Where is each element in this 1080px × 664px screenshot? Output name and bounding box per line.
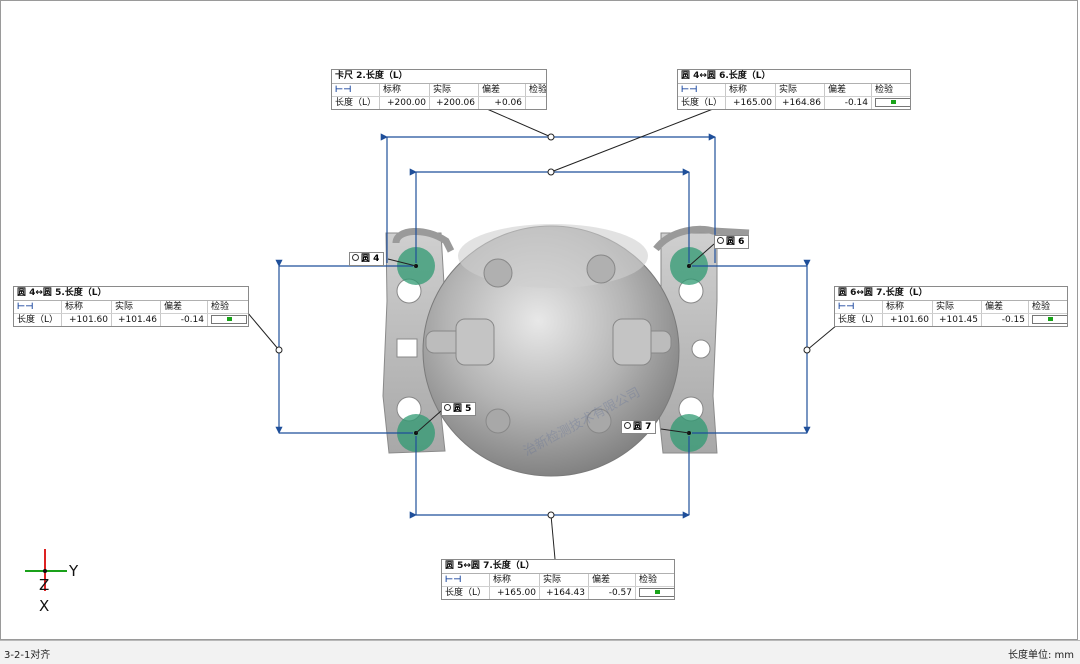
status-bar: 3-2-1对齐 长度单位: mm <box>0 640 1080 664</box>
header-nominal: 标称 <box>726 84 776 96</box>
dimension-table-4-6[interactable]: 圆 4↔圆 6.长度（L） ⊢⊣ 标称 实际 偏差 检验 长度（L） +165.… <box>677 69 911 110</box>
actual-value: +164.86 <box>776 97 825 109</box>
actual-value: +200.06 <box>430 97 479 109</box>
dimension-table-6-7[interactable]: 圆 6↔圆 7.长度（L） ⊢⊣ 标称 实际 偏差 检验 长度（L） +101.… <box>834 286 1068 327</box>
nominal-value: +165.00 <box>490 587 540 599</box>
header-nominal: 标称 <box>62 301 112 313</box>
ruler-icon: ⊢⊣ <box>442 574 490 586</box>
ruler-icon: ⊢⊣ <box>678 84 726 96</box>
deviation-value: -0.57 <box>589 587 636 599</box>
axis-y-label: Y <box>69 562 79 580</box>
circle-7-label[interactable]: 圆 7 <box>621 420 657 434</box>
row-label: 长度（L） <box>14 314 62 326</box>
nominal-value: +165.00 <box>726 97 776 109</box>
header-deviation: 偏差 <box>479 84 526 96</box>
header-nominal: 标称 <box>380 84 430 96</box>
axis-triad <box>25 549 67 591</box>
dimension-table-caliper-2[interactable]: 卡尺 2.长度（L） ⊢⊣ 标称 实际 偏差 检验 长度（L） +200.00 … <box>331 69 547 110</box>
header-check: 检验 <box>1032 302 1051 312</box>
actual-value: +164.43 <box>540 587 589 599</box>
row-label: 长度（L） <box>835 314 883 326</box>
header-actual: 实际 <box>540 574 589 586</box>
deviation-value: +0.06 <box>479 97 526 109</box>
header-actual: 实际 <box>430 84 479 96</box>
header-deviation: 偏差 <box>825 84 872 96</box>
header-deviation: 偏差 <box>589 574 636 586</box>
check-status-bar <box>208 314 248 326</box>
header-check: 检验 <box>529 85 546 95</box>
deviation-value: -0.15 <box>982 314 1029 326</box>
header-actual: 实际 <box>112 301 161 313</box>
header-nominal: 标称 <box>490 574 540 586</box>
dimension-title: 圆 6↔圆 7.长度（L） <box>835 287 1067 301</box>
ruler-icon: ⊢⊣ <box>332 84 380 96</box>
header-deviation: 偏差 <box>161 301 208 313</box>
axis-z-label: Z <box>39 576 50 594</box>
nominal-value: +101.60 <box>62 314 112 326</box>
dimension-title: 圆 4↔圆 6.长度（L） <box>678 70 910 84</box>
actual-value: +101.46 <box>112 314 161 326</box>
header-check: 检验 <box>875 85 894 95</box>
header-actual: 实际 <box>933 301 982 313</box>
row-label: 长度（L） <box>442 587 490 599</box>
circle-6-label[interactable]: 圆 6 <box>714 235 750 249</box>
nominal-value: +200.00 <box>380 97 430 109</box>
circle-5-label[interactable]: 圆 5 <box>441 402 477 416</box>
actual-value: +101.45 <box>933 314 982 326</box>
check-status-bar <box>636 587 674 599</box>
header-check: 检验 <box>639 575 658 585</box>
header-deviation: 偏差 <box>982 301 1029 313</box>
check-value <box>526 97 546 109</box>
dimension-title: 圆 5↔圆 7.长度（L） <box>442 560 674 574</box>
circle-4-label[interactable]: 圆 4 <box>349 252 385 266</box>
check-status-bar <box>872 97 910 109</box>
check-status-bar <box>1029 314 1067 326</box>
part-model-view <box>25 108 838 591</box>
deviation-value: -0.14 <box>825 97 872 109</box>
ruler-icon: ⊢⊣ <box>14 301 62 313</box>
deviation-value: -0.14 <box>161 314 208 326</box>
dimension-title: 圆 4↔圆 5.长度（L） <box>14 287 248 301</box>
row-label: 长度（L） <box>332 97 380 109</box>
nominal-value: +101.60 <box>883 314 933 326</box>
header-check: 检验 <box>211 302 230 312</box>
leader-lines <box>246 108 838 560</box>
units-status: 长度单位: mm <box>1007 650 1074 661</box>
dimension-title: 卡尺 2.长度（L） <box>332 70 546 84</box>
header-actual: 实际 <box>776 84 825 96</box>
dimension-table-5-7[interactable]: 圆 5↔圆 7.长度（L） ⊢⊣ 标称 实际 偏差 检验 长度（L） +165.… <box>441 559 675 600</box>
dimension-table-4-5[interactable]: 圆 4↔圆 5.长度（L） ⊢⊣ 标称 实际 偏差 检验 长度（L） +101.… <box>13 286 249 327</box>
header-nominal: 标称 <box>883 301 933 313</box>
3d-viewport[interactable]: 治新检测技术有限公司 圆 4 圆 5 圆 6 圆 7 卡尺 2.长度（L） ⊢⊣… <box>0 0 1078 640</box>
row-label: 长度（L） <box>678 97 726 109</box>
alignment-status: 3-2-1对齐 <box>4 650 51 661</box>
ruler-icon: ⊢⊣ <box>835 301 883 313</box>
axis-x-label: X <box>39 597 50 615</box>
